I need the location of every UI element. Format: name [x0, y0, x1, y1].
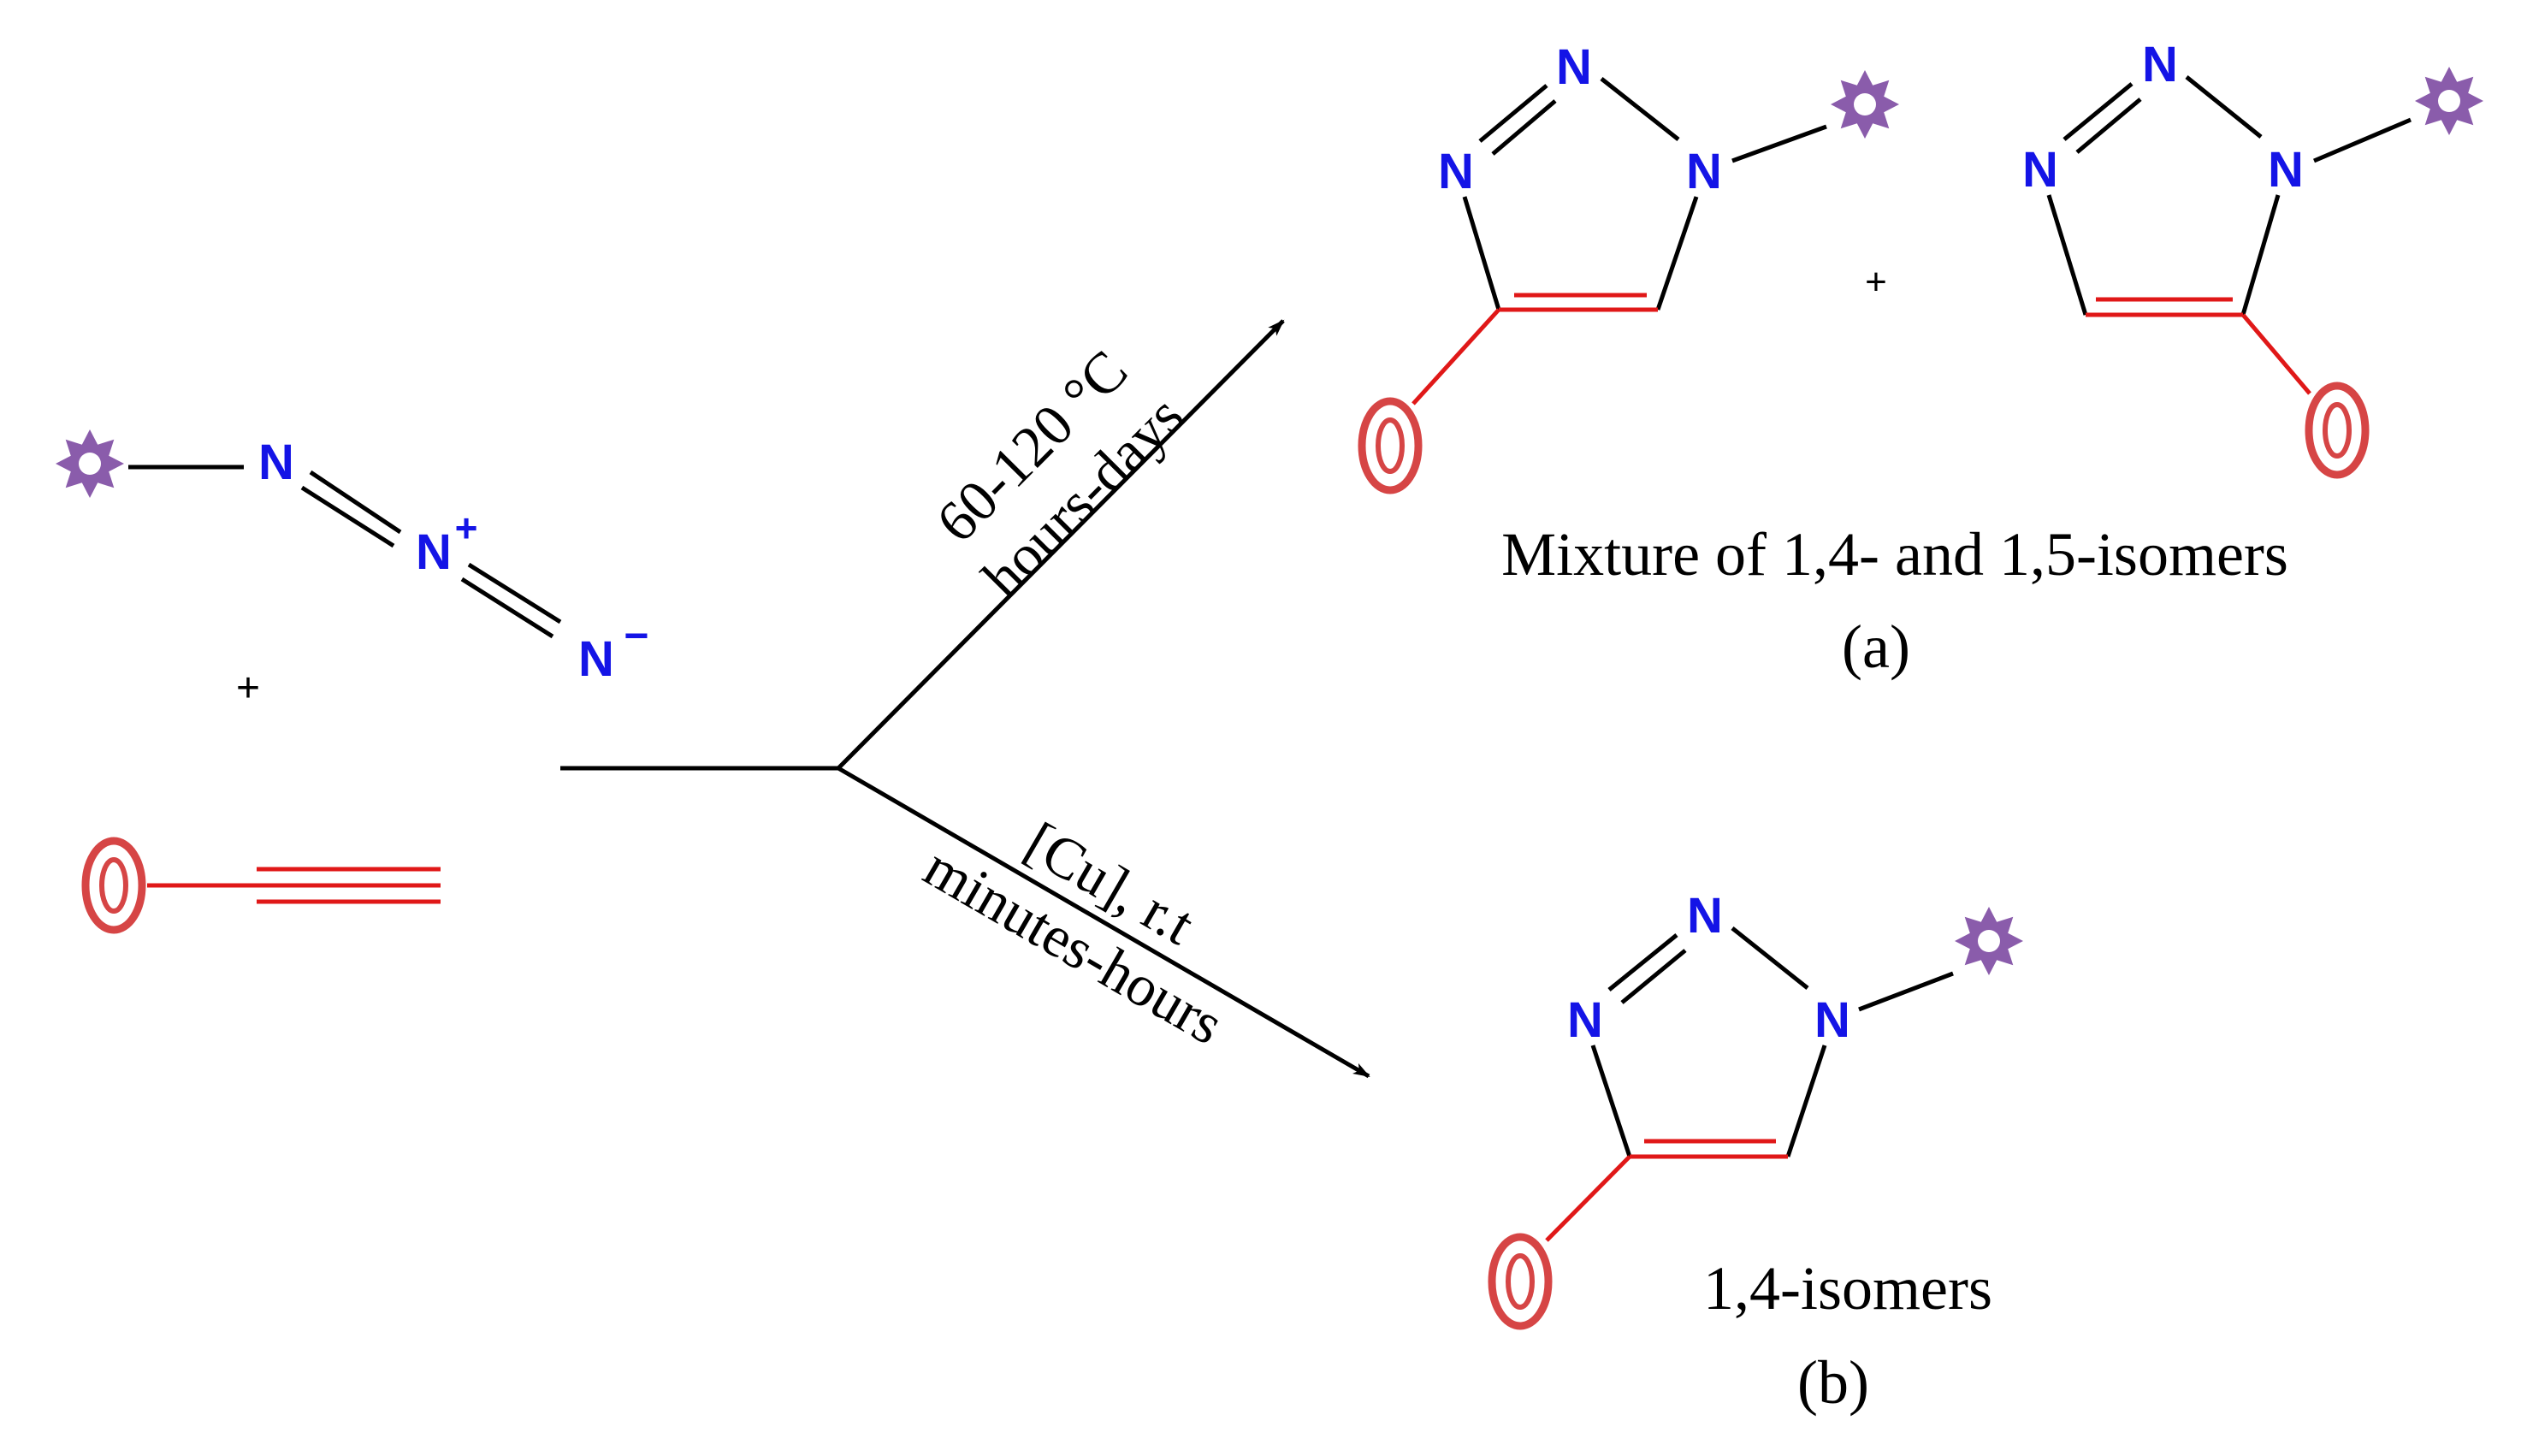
p14a-bond-c4-ring [1411, 308, 1500, 405]
p15-bond-n3-n2-a [2063, 82, 2134, 141]
p14a-bond-n3-n2-a [1478, 84, 1548, 143]
p14b-atom-n1: N [1814, 992, 1850, 1048]
p14b-ring-substituent-icon [1492, 1237, 1548, 1326]
azide-charge-minus: − [624, 612, 648, 660]
ring-substituent-icon [86, 841, 142, 930]
p14b-star-substituent-icon [1955, 907, 2023, 975]
p15-ring-substituent-icon [2309, 386, 2365, 475]
p14a-atom-n2: N [1556, 39, 1592, 95]
p14a-ring-substituent-icon [1362, 401, 1418, 490]
bond-n1-n2-a [309, 470, 402, 535]
azide-atom-n3: N [578, 631, 614, 687]
p15-bond-n3-n2-b [2075, 98, 2142, 154]
product-a-caption: Mixture of 1,4- and 1,5-isomers [1501, 520, 2288, 589]
p15-bond-n1-star [2313, 117, 2412, 163]
p14b-bond-n3-n2-b [1620, 949, 1687, 1004]
azide-charge-plus: + [455, 506, 478, 550]
p15-atom-n2: N [2142, 37, 2178, 92]
p15-atom-n1: N [2268, 142, 2304, 198]
p14a-bond-n1-c5 [1655, 196, 1699, 311]
p14b-bond-c4-ring [1545, 1155, 1631, 1242]
bond-n2-n3-b [460, 577, 554, 639]
p14a-bond-n3-n2-b [1491, 99, 1557, 156]
p14a-bond-n2-n1 [1600, 77, 1680, 141]
p14b-bond-n1-c5 [1785, 1045, 1827, 1157]
product-a-label: (a) [1842, 613, 1910, 681]
p14a-atom-n3: N [1438, 144, 1474, 199]
azide-reactant: N N + N − [56, 429, 649, 687]
thermal-conditions: 60-120 °C hours-days [924, 337, 1196, 610]
p14b-atom-n3: N [1567, 992, 1603, 1048]
p15-bond-n1-c5 [2240, 194, 2281, 316]
p15-bond-c5-ring [2241, 313, 2311, 395]
p14b-bond-n2-n1 [1731, 926, 1809, 990]
product-a-plus-sign: + [1865, 261, 1887, 303]
bond-n2-n3-a [467, 562, 562, 624]
p14a-bond-n3-c4 [1462, 196, 1501, 311]
azide-atom-n1: N [258, 435, 294, 490]
p14a-star-substituent-icon [1831, 70, 1899, 139]
product-b-label: (b) [1797, 1348, 1869, 1417]
p14a-bond-n1-star [1731, 124, 1827, 163]
p14b-bond-n3-c4 [1590, 1045, 1632, 1157]
p15-star-substituent-icon [2415, 67, 2483, 135]
p14b-bond-n3-n2-a [1607, 933, 1678, 991]
p14b-bond-n1-star [1858, 971, 1954, 1012]
p15-atom-n3: N [2022, 142, 2058, 198]
product-b-caption: 1,4-isomers [1703, 1254, 1992, 1323]
product-b-14-isomer: N N N [1492, 888, 2023, 1326]
p14b-atom-n2: N [1687, 888, 1723, 944]
arrow-copper-branch [837, 766, 1370, 1079]
arrow-thermal-branch [837, 319, 1285, 770]
product-a-14-isomer: N N N [1362, 39, 1899, 490]
star-substituent-icon [56, 429, 124, 498]
bond-n1-n2-b [300, 485, 395, 548]
p15-bond-n2-n1 [2185, 75, 2263, 139]
reactant-plus-sign: + [236, 666, 260, 711]
p15-bond-n3-c4 [2046, 194, 2088, 316]
product-a-15-isomer: N N N [2022, 37, 2483, 475]
branching-arrow [560, 319, 1370, 1079]
alkyne-reactant [86, 841, 441, 930]
p14a-atom-n1: N [1686, 144, 1722, 199]
azide-atom-n2: N [416, 524, 452, 580]
